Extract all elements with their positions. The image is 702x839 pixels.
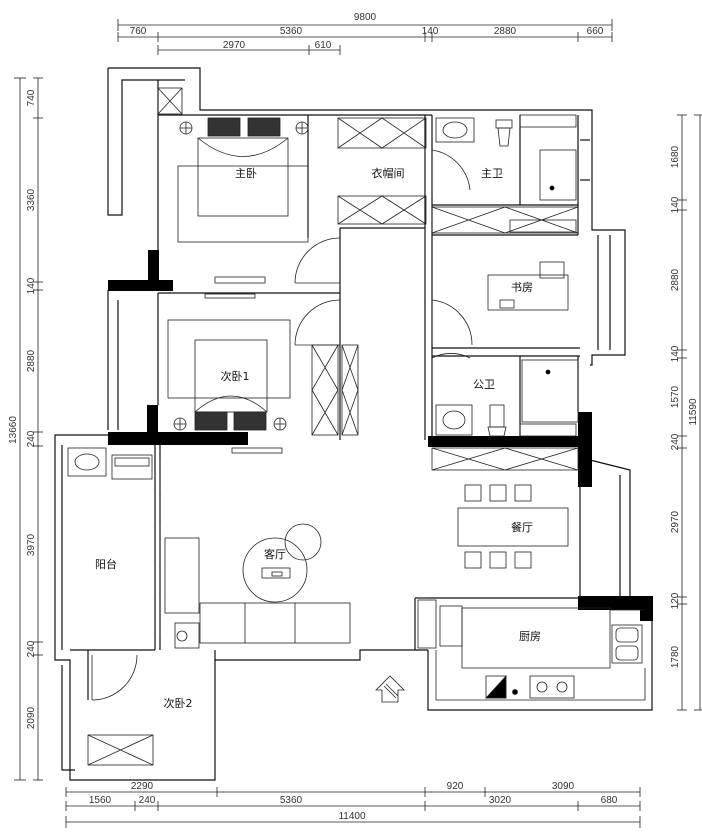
top-dimensions: 9800 760 5360 140 2880 660 2970 610 (117, 12, 613, 55)
toilet-icon (495, 119, 513, 147)
fridge (485, 674, 518, 699)
label-second-bedroom-1: 次卧1 (221, 369, 250, 383)
room-labels: 主卧 衣帽间 主卫 书房 次卧1 公卫 阳台 客厅 餐厅 厨房 次卧2 (95, 166, 541, 710)
dim-left-6: 3970 (26, 533, 37, 556)
kitchen-counter (417, 599, 646, 701)
dim-right-total: 11590 (688, 398, 699, 426)
label-dining-room: 餐厅 (511, 520, 533, 534)
dim-bottom-1: 2290 (131, 781, 154, 792)
bed-icon (167, 319, 291, 454)
dim-top-6: 2970 (223, 40, 246, 51)
washer (111, 454, 153, 480)
stove-icon (529, 675, 575, 699)
dim-left-2: 3360 (26, 188, 37, 211)
dim-top-3: 140 (422, 26, 439, 37)
label-walk-in-closet: 衣帽间 (372, 166, 405, 180)
bed-icon (177, 117, 309, 299)
dim-top-total: 9800 (354, 12, 377, 23)
left-dimensions: 13660 740 3360 140 2880 240 3970 240 209… (8, 77, 43, 781)
shower-area (539, 149, 577, 201)
dim-bottom-2: 920 (447, 781, 464, 792)
dim-top-7: 610 (315, 40, 332, 51)
label-second-bedroom-2: 次卧2 (164, 696, 193, 710)
washbasin-icon (435, 117, 475, 143)
dim-right-5: 1570 (670, 385, 681, 408)
dining-table (457, 484, 569, 569)
dim-left-5: 240 (26, 430, 37, 447)
dim-bottom-6: 5360 (280, 795, 303, 806)
cabinets (87, 87, 579, 766)
structural-walls (108, 250, 653, 621)
outer-walls (54, 67, 653, 781)
dim-left-3: 140 (26, 277, 37, 294)
right-dimensions: 11590 1680 140 2880 140 1570 240 2970 12… (670, 114, 702, 711)
label-public-bath: 公卫 (473, 378, 495, 391)
dim-bottom-3: 3090 (552, 781, 575, 792)
dim-left-4: 2880 (26, 349, 37, 372)
dim-bottom-5: 240 (139, 795, 156, 806)
toilet-icon (487, 404, 507, 437)
dim-top-1: 760 (130, 26, 147, 37)
dim-right-6: 240 (670, 433, 681, 450)
dim-top-2: 5360 (280, 26, 303, 37)
living-furniture (159, 460, 351, 649)
door-swing-icon (91, 149, 473, 701)
dim-left-7: 240 (26, 640, 37, 657)
label-study: 书房 (511, 281, 533, 294)
north-arrow-icon (375, 675, 405, 703)
label-master-bath: 主卫 (481, 167, 503, 180)
label-living-room: 客厅 (264, 547, 286, 561)
dim-right-4: 140 (670, 345, 681, 362)
sink-icon (611, 624, 643, 664)
label-balcony: 阳台 (95, 557, 117, 571)
dim-bottom-total: 11400 (338, 811, 366, 822)
dim-right-3: 2880 (670, 268, 681, 291)
dim-right-7: 2970 (670, 510, 681, 533)
dim-right-8: 120 (670, 592, 681, 609)
washbasin-icon (67, 447, 107, 477)
dim-right-1: 1680 (670, 145, 681, 168)
label-kitchen: 厨房 (519, 630, 541, 643)
bottom-dimensions: 2290 920 3090 1560 240 5360 3020 680 114… (65, 781, 641, 828)
study-desk (487, 261, 569, 311)
dim-top-5: 660 (587, 26, 604, 37)
dim-bottom-4: 1560 (89, 795, 112, 806)
shower-area (521, 359, 579, 423)
dim-right-9: 1780 (670, 645, 681, 668)
washbasin-icon (435, 404, 473, 436)
dim-top-4: 2880 (494, 26, 517, 37)
dim-left-1: 740 (26, 89, 37, 106)
dim-left-8: 2090 (26, 706, 37, 729)
label-master-bedroom: 主卧 (235, 167, 257, 180)
dim-bottom-7: 3020 (489, 795, 512, 806)
dim-right-2: 140 (670, 196, 681, 213)
dim-bottom-8: 680 (601, 795, 618, 806)
dim-left-total: 13660 (8, 416, 19, 444)
